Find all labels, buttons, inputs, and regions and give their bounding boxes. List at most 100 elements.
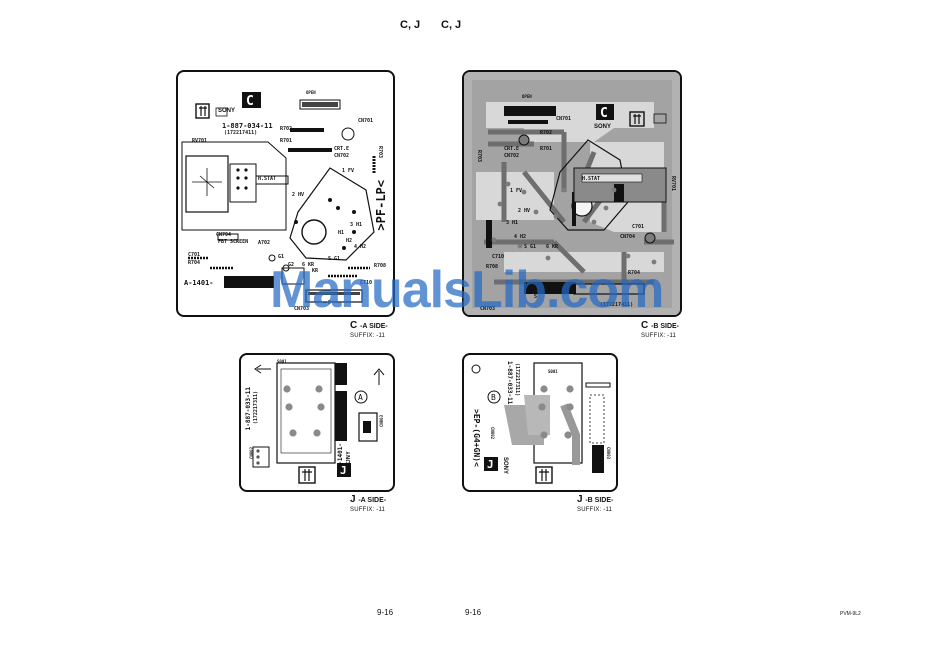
j-a-suffix: SUFFIX: -11 [350,507,386,513]
c-b-label-open: OPEN [522,94,532,99]
arrow-left-icon [254,364,271,374]
svg-text:J: J [340,464,347,477]
arrow-up-icon [373,368,385,385]
c-a-brand: SONY [218,108,236,114]
c-b-label-r703: R703 [476,150,482,163]
c-a-pin-1: 1 FV [342,168,355,174]
c-a-label-h1: H1 [338,230,345,236]
j-b-suffix: SUFFIX: -11 [577,507,613,513]
hf-logo-icon [298,466,316,484]
j-b-part-sub: (172217311) [514,363,520,397]
c-b-label-cn701: CN701 [556,116,572,122]
c-a-pin-4: 4 H2 [354,244,367,250]
board-c-b-artwork: C [464,72,680,315]
c-a-label-cn702: CN702 [334,153,350,159]
svg-text:J: J [487,458,494,471]
c-a-label-h-stat: H.STAT [258,176,277,182]
svg-text:C: C [246,94,254,109]
c-a-label-kr: KR [312,268,319,274]
c-a-pin-3: 3 H1 [350,222,363,228]
c-a-pin-2: 2 HV [292,192,305,198]
c-a-label-g2: G2 [288,262,295,268]
c-a-label-c710: C710 [360,280,373,286]
c-a-label-cn704: CN704 [216,232,232,238]
page-number-right: 9-16 [465,608,482,617]
c-a-label-c701: C701 [188,252,201,258]
c-a-label-rv701: RV701 [192,138,208,144]
c-a-label-r708: R708 [374,263,387,269]
c-a-caption: C -A SIDE- [350,320,388,331]
c-b-pin-2: 2 HV [518,208,531,214]
c-b-pin-5: 5 [534,294,538,300]
j-b-label-cn003: CN003 [606,447,611,460]
j-a-part-sub: (172217311) [253,391,259,425]
svg-text:A: A [358,393,363,402]
j-logo-icon [337,463,351,477]
c-a-label-cn701: CN701 [358,118,374,124]
c-b-brand: SONY [594,124,612,130]
c-b-pin-s-g1: S G1 [524,244,537,250]
hf-logo-icon [535,466,553,484]
lf-logo-icon [215,107,228,117]
c-a-label-r702: R702 [280,126,293,132]
svg-text:C: C [600,106,608,121]
c-a-label-a702: A702 [258,240,271,246]
c-b-label-cn702: CN702 [504,153,520,159]
c-b-label-r708: R708 [486,264,499,270]
watermark: ManualsLib.com [270,261,664,319]
j-logo-icon [484,457,498,471]
c-a-pin-s-g1: S G1 [328,256,341,262]
c-a-label-crt-e: CRT.E [334,146,350,152]
j-b-brand: SONY [502,457,508,475]
lf-logo-icon [653,113,667,124]
board-j-a-side: J A 1-887-033-11 (172217311) A-1401- SON… [239,353,395,492]
c-a-label-r704: R704 [188,260,201,266]
c-a-label-r701: R701 [280,138,293,144]
j-b-caption: J -B SIDE- [577,494,614,505]
board-j-a-artwork: J A [252,362,385,484]
c-a-label-fbt-screen: FBT SCREEN [218,239,249,245]
c-b-label-rv701: RV701 [670,176,676,192]
j-a-brand: SONY [346,451,352,469]
board-c-a-side: C SONY 1-887- [176,70,395,317]
j-a-label-s001: S001 [277,359,287,364]
board-j-b-artwork: J B [471,362,611,484]
j-b-label-s001: S001 [548,369,558,374]
c-b-label-c701: C701 [632,224,645,230]
j-a-label-cn002: CN002 [249,447,254,460]
c-a-part-number: 1-887-034-11 [222,122,273,130]
j-a-part-number: 1-887-033-11 [245,387,252,431]
c-b-suffix: SUFFIX: -11 [641,333,677,339]
c-b-part-sub: (172217411) [600,302,634,308]
c-a-model-text: >PF-LP< [374,180,388,231]
c-b-caption: C -B SIDE- [641,320,680,331]
c-b-pin-1: 1 FV [510,188,523,194]
j-a-caption: J -A SIDE- [350,494,387,505]
model-number: PVM-9L2 [840,611,861,617]
hf-logo-icon [629,111,645,127]
c-b-label-r701: R701 [540,146,553,152]
j-b-part-number: 1-887-033-11 [506,361,513,405]
board-c-b-side: C SONY OPEN CN701 R702 R701 CRT.E CN702 … [462,70,682,317]
board-c-a-artwork: C [181,92,376,303]
c-a-label-r703: R703 [377,146,383,159]
c-a-pin-5: 5 [328,300,332,306]
c-a-label-open: OPEN [306,90,316,95]
board-id-bar [224,276,274,288]
c-b-pin-3: 3 H1 [506,220,519,226]
board-j-b-side: J B >EP-(G4+GN)< 1-887-033-11 (172217311… [462,353,618,492]
c-logo-icon [242,92,261,108]
c-a-label-cn703: CN703 [294,306,310,312]
c-logo-icon [596,104,614,120]
c-a-label-h2: H2 [346,238,353,244]
j-a-label-cn003: CN003 [379,415,384,428]
c-b-label-cn703: CN703 [480,306,496,312]
c-b-pin-4: 4 H2 [514,234,527,240]
svg-text:B: B [491,393,496,402]
c-a-label-g1: G1 [278,254,285,260]
page-number-left: 9-16 [377,608,394,617]
c-b-label-crt-e: CRT.E [504,146,520,152]
hf-logo-icon [195,103,210,119]
c-b-label-r704: R704 [628,270,641,276]
c-b-label-r702: R702 [540,130,553,136]
